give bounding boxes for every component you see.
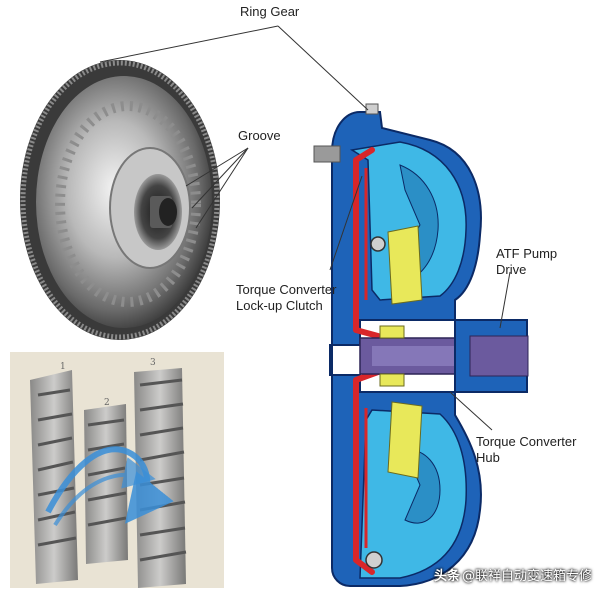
- lower-fluid-chamber: [359, 409, 467, 579]
- impeller-blades: [30, 370, 78, 584]
- inset-number-impeller: 1: [60, 362, 66, 372]
- leader-ring-gear: [277, 25, 369, 111]
- upper-fluid-chamber: [349, 141, 467, 301]
- leader-groove: [191, 147, 249, 209]
- stator-upper: [387, 225, 423, 305]
- ring-gear-teeth: [20, 60, 220, 340]
- watermark: 头条@联祥自动变速箱专修: [434, 565, 592, 584]
- leader-lockup-clutch: [329, 175, 363, 271]
- label-groove: Groove: [238, 128, 281, 143]
- housing-bolt: [365, 551, 383, 569]
- inset-number-turbine: 3: [150, 358, 156, 368]
- lockup-clutch-plate: [353, 147, 381, 575]
- watermark-text: @联祥自动变速箱专修: [461, 569, 592, 584]
- leader-lines: [99, 25, 511, 431]
- label-atf-pump-drive: ATF Pump Drive: [496, 246, 558, 277]
- stator-lower: [387, 401, 423, 479]
- label-ring-gear: Ring Gear: [240, 4, 300, 19]
- label-converter-hub: Torque Converter Hub: [476, 434, 577, 465]
- inset-number-stator: 2: [104, 398, 110, 408]
- label-lockup-clutch: Torque Converter Lock-up Clutch: [236, 282, 337, 313]
- torque-converter-photo: [20, 60, 220, 340]
- leader-converter-hub: [449, 391, 493, 431]
- leader-groove: [185, 147, 249, 187]
- watermark-logo: 头条: [433, 569, 460, 584]
- housing-bolt: [370, 236, 386, 252]
- leader-ring-gear: [99, 25, 279, 63]
- leader-atf-pump-drive: [499, 271, 511, 329]
- stator-blades: [84, 404, 128, 564]
- turbine-blades: [134, 368, 187, 588]
- leader-groove: [195, 147, 249, 229]
- cutaway-section: [313, 103, 529, 587]
- blade-flow-inset: [10, 352, 224, 588]
